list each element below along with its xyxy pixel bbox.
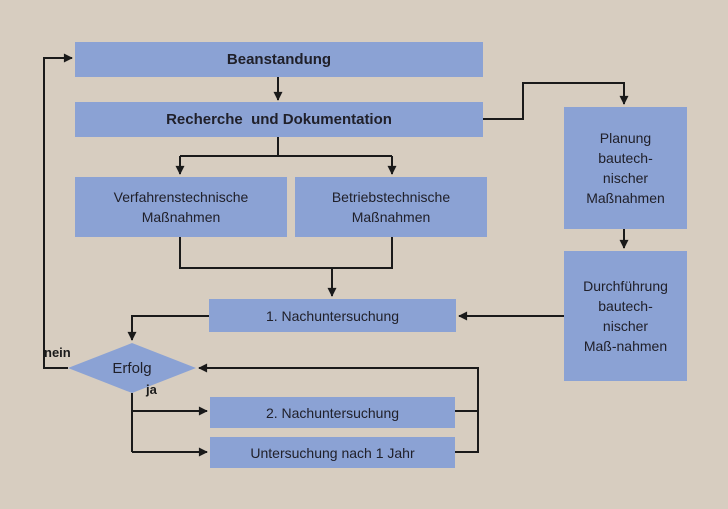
node-zweite-nachuntersuchung: 2. Nachuntersuchung bbox=[210, 397, 455, 428]
edge-label-nein: nein bbox=[44, 345, 71, 360]
node-erfolg-decision: Erfolg bbox=[112, 359, 152, 377]
node-durchfuehrung-bautechnischer-massnahmen: Durchführung bautech- nischer Maß-nahmen bbox=[564, 251, 687, 381]
node-planung-bautechnischer-massnahmen: Planung bautech- nischer Maßnahmen bbox=[564, 107, 687, 229]
node-untersuchung-nach-1-jahr: Untersuchung nach 1 Jahr bbox=[210, 437, 455, 468]
node-recherche-und-dokumentation: Recherche und Dokumentation bbox=[75, 102, 483, 137]
node-beanstandung: Beanstandung bbox=[75, 42, 483, 77]
node-verfahrenstechnische-massnahmen: Verfahrenstechnische Maßnahmen bbox=[75, 177, 287, 237]
edge-label-ja: ja bbox=[146, 382, 157, 397]
node-erste-nachuntersuchung: 1. Nachuntersuchung bbox=[209, 299, 456, 332]
node-betriebstechnische-massnahmen: Betriebstechnische Maßnahmen bbox=[295, 177, 487, 237]
